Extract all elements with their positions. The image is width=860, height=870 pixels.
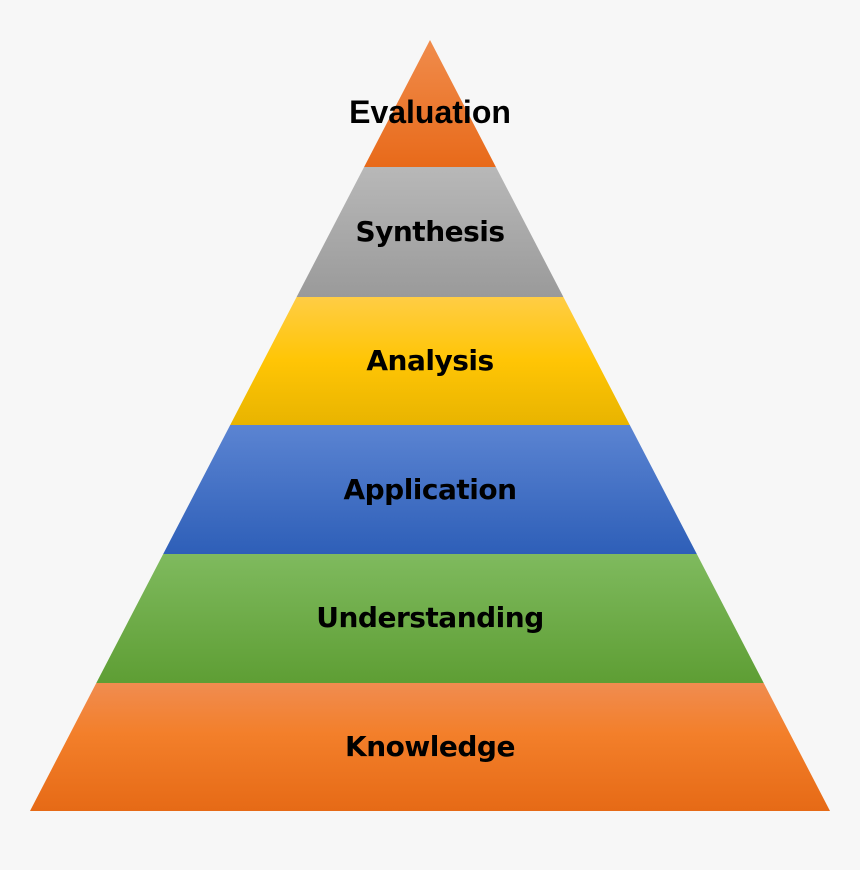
level-understanding [96,554,764,683]
label-application: Application [343,473,517,506]
label-understanding: Understanding [316,601,544,634]
level-synthesis [296,167,564,297]
level-knowledge [30,683,830,811]
label-synthesis: Synthesis [355,215,505,248]
level-analysis [230,297,630,425]
level-evaluation [364,40,496,167]
label-knowledge: Knowledge [345,730,515,763]
level-application [163,425,697,554]
label-evaluation: Evaluation [349,94,511,130]
label-analysis: Analysis [366,344,494,377]
